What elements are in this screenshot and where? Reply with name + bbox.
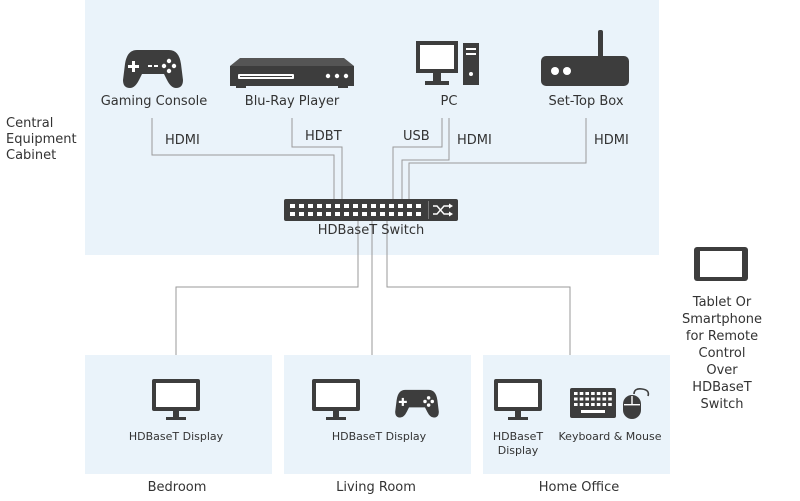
set-top-box-label: Set-Top Box [548,94,624,109]
bluray-hdbt-label: HDBT [305,129,342,144]
living-room-display-label: HDBaseT Display [331,430,427,443]
bluray-player-icon [230,58,354,88]
gamepad-icon [123,50,183,88]
bedroom-wire [175,220,359,355]
keyboard-icon [570,388,616,418]
settop-wire [408,118,587,199]
home-office-label: Home Office [538,480,620,495]
settop-hdmi-label: HDMI [594,133,629,148]
living-room-panel [284,355,471,474]
bedroom-display-label: HDBaseT Display [128,430,224,443]
home-office-display-label: HDBaseT Display [492,430,544,457]
bedroom-label: Bedroom [147,480,207,495]
home-office-display-icon [494,379,542,420]
bedroom-display-icon [152,379,200,420]
hdbaset-switch-icon [284,199,458,221]
gaming-console-label: Gaming Console [100,94,208,109]
central-cabinet-label: Central Equipment Cabinet [6,116,77,163]
tablet-label: Tablet Or Smartphone for Remote Control … [682,295,763,412]
home-office-wire [386,220,571,355]
keyboard-mouse-label: Keyboard & Mouse [558,430,662,443]
mouse-icon [623,388,650,419]
living-room-display-icon [312,379,360,420]
pc-label: PC [440,94,458,109]
living-room-label: Living Room [336,480,416,495]
gaming-hdmi-label: HDMI [165,133,200,148]
pc-hdmi-label: HDMI [457,133,492,148]
set-top-box-icon [541,30,629,86]
bluray-wire [291,118,343,199]
pc-usb-label: USB [403,129,430,144]
gaming-console-wire [151,118,335,199]
pc-hdmi-wire [401,118,450,199]
pc-usb-wire [392,118,443,199]
pc-icon [416,41,479,85]
bluray-player-label: Blu-Ray Player [244,94,340,109]
hdbaset-switch-label: HDBaseT Switch [317,223,425,238]
living-room-gamepad-icon [395,389,439,418]
tablet-icon [694,247,748,281]
